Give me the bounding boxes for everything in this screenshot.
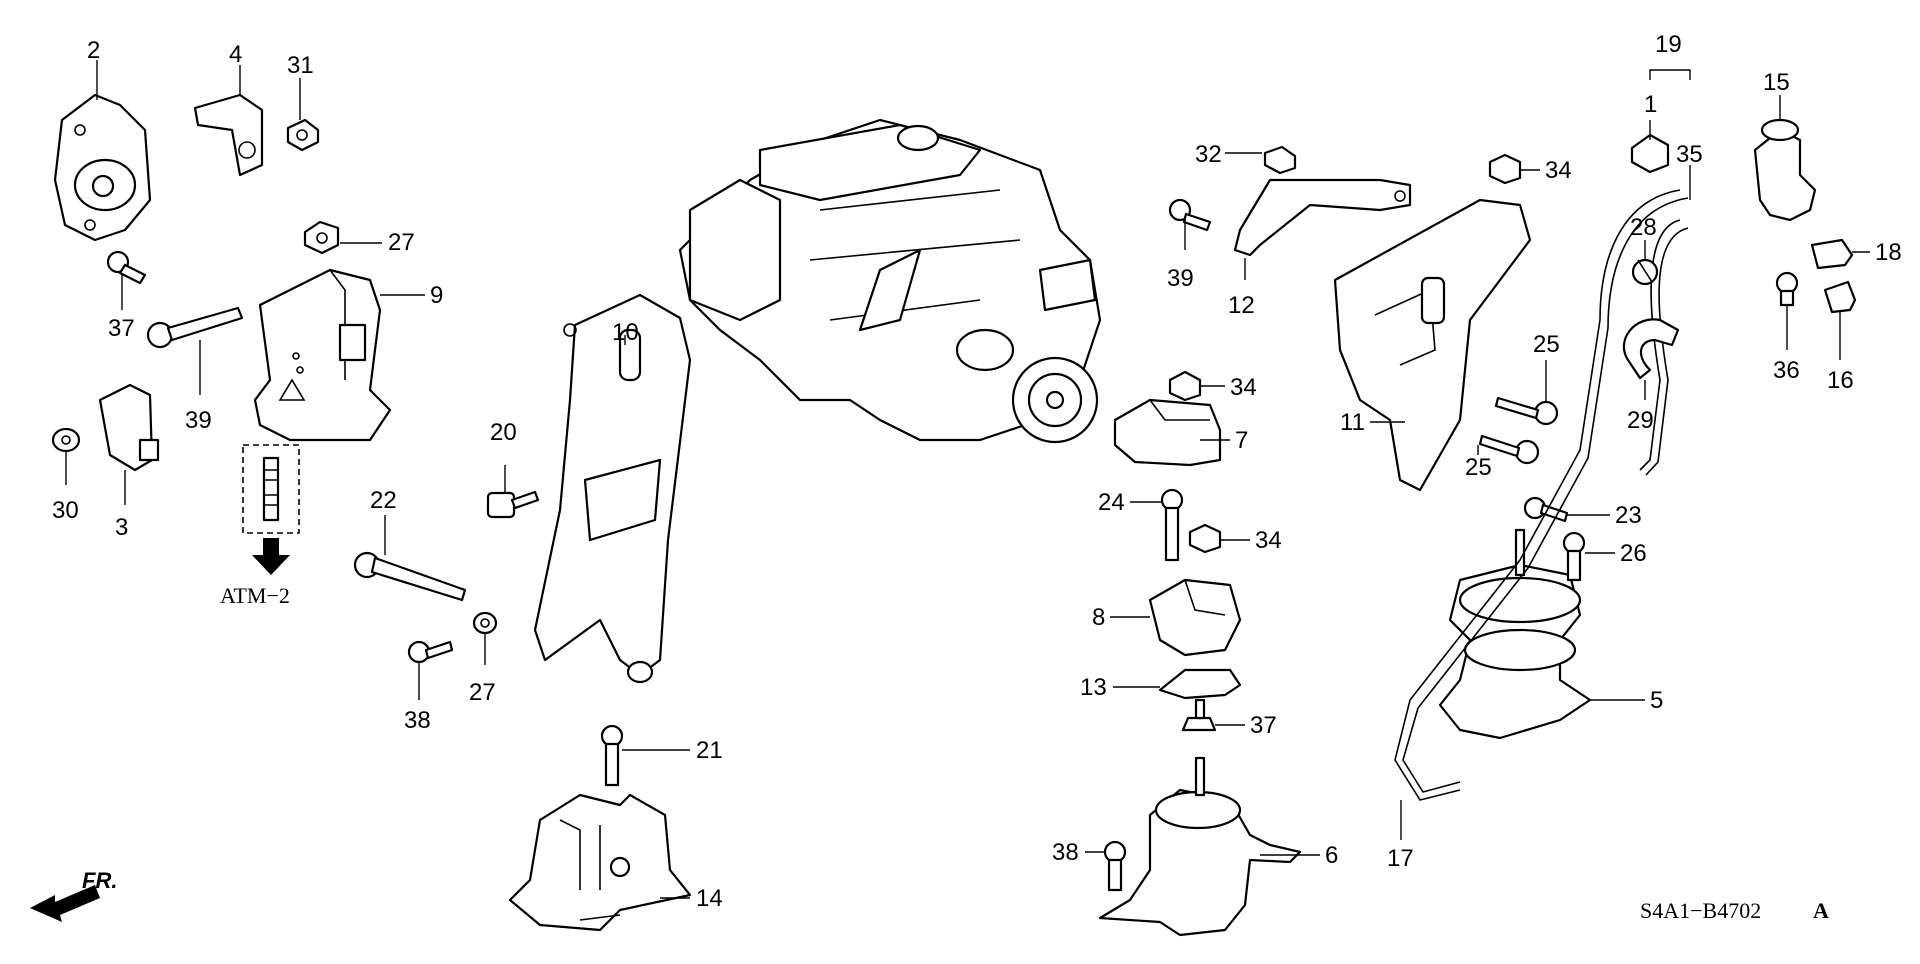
callout-24: 24 [1098,489,1125,516]
callout-16: 16 [1827,367,1854,394]
part-13-plate [1158,668,1242,700]
part-21-bolt [600,724,624,787]
part-11-bracket [1333,198,1532,492]
diagram-code: S4A1−B4702 [1640,898,1761,923]
callout-4: 4 [229,41,242,68]
callout-6: 6 [1325,842,1338,869]
callout-23: 23 [1615,502,1642,529]
callout-25-a: 25 [1533,331,1560,358]
front-direction-label: FR. [82,868,117,893]
part-10-bracket [533,293,692,684]
part-6-mount [1098,756,1302,937]
part-32-nut [286,118,320,152]
callout-19: 19 [1655,31,1682,58]
part-12-bracket [1233,178,1412,257]
part-5-mount [1438,528,1592,740]
callout-28: 27 [469,679,496,706]
callout-36: 36 [1773,357,1800,384]
part-4-bracket [193,93,264,177]
part-31-nut [51,427,81,453]
part-1-clip [1630,133,1670,174]
callout-21: 21 [696,737,723,764]
callout-18: 18 [1875,239,1902,266]
callout-20: 20 [490,419,517,446]
part-42-bolt [146,306,244,349]
callout-31: 30 [52,497,79,524]
callout-34-mid: 34 [1230,374,1257,401]
part-3-block [98,383,160,472]
callout-17: 17 [1387,845,1414,872]
callout-41: 38 [404,707,431,734]
callout-25-b: 25 [1465,454,1492,481]
part-24-bolt [1160,488,1184,562]
callout-35: 35 [1676,141,1703,168]
part-34-nut-mid [1168,370,1202,402]
callout-7: 7 [1235,427,1248,454]
part-2-mount [53,93,152,242]
part-28-washer [472,611,498,635]
callout-26: 26 [1620,540,1647,567]
part-34-nut-low [1188,523,1222,554]
callout-3: 3 [115,514,128,541]
part-17-hose [1394,189,1689,801]
part-33-nut [1263,145,1297,175]
callout-15: 15 [1763,69,1790,96]
callout-11: 11 [1340,409,1365,436]
part-8-bracket [1148,578,1242,657]
part-30-clamp [1622,318,1680,380]
callout-34-top: 34 [1545,157,1572,184]
part-27-nut [303,220,340,255]
part-34-nut-top [1488,153,1522,185]
callout-42: 39 [185,407,212,434]
part-41-bolt [407,640,454,664]
callout-34-low: 34 [1255,527,1282,554]
part-16-clip [1823,280,1857,314]
callout-5: 5 [1650,687,1663,714]
part-37-bolt [1181,698,1217,732]
callout-8: 8 [1092,604,1105,631]
leader-lines [65,60,1870,899]
atm-reference-label[interactable]: ATM−2 [220,583,290,608]
part-38-bolt [1103,840,1127,892]
callout-9: 9 [430,282,443,309]
part-22-bolt [353,551,467,602]
callout-30: 29 [1627,407,1654,434]
callout-38: 38 [1052,839,1079,866]
part-25-bolt-b [1478,434,1540,465]
callout-12: 12 [1228,292,1255,319]
callout-29: 28 [1630,214,1657,241]
part-39-bolt [1168,198,1212,232]
callout-40: 37 [108,315,135,342]
callout-10: 10 [612,319,639,346]
callout-labels: 2 4 31 27 37 9 39 3 30 22 20 38 27 10 21… [52,31,1902,912]
part-25-bolt-a [1494,396,1559,426]
callout-27: 27 [388,229,415,256]
diagram-code-suffix: A [1813,898,1829,923]
callout-2: 2 [87,37,100,64]
part-14-mount [508,793,692,932]
callout-14: 14 [696,885,723,912]
part-7-bracket [1113,398,1222,467]
part-15-valve [1753,118,1817,222]
part-40-bolt [106,250,147,285]
front-direction-arrow [30,885,100,922]
callout-32: 31 [287,52,314,79]
engine-assembly [678,118,1102,444]
callout-13: 13 [1080,674,1107,701]
part-18-block [1810,238,1854,270]
part-36-bolt [1775,271,1799,307]
part-29-clip [1631,258,1659,286]
part-20-bolt [486,490,540,519]
callout-22: 22 [370,487,397,514]
callout-37: 37 [1250,712,1277,739]
part-9-bracket [253,268,392,442]
callout-33: 32 [1195,141,1222,168]
stud-reference-box [242,444,300,575]
part-26-bolt [1562,531,1586,582]
part-35-hose [1639,219,1689,476]
callout-1: 1 [1644,91,1657,118]
callout-39: 39 [1167,265,1194,292]
